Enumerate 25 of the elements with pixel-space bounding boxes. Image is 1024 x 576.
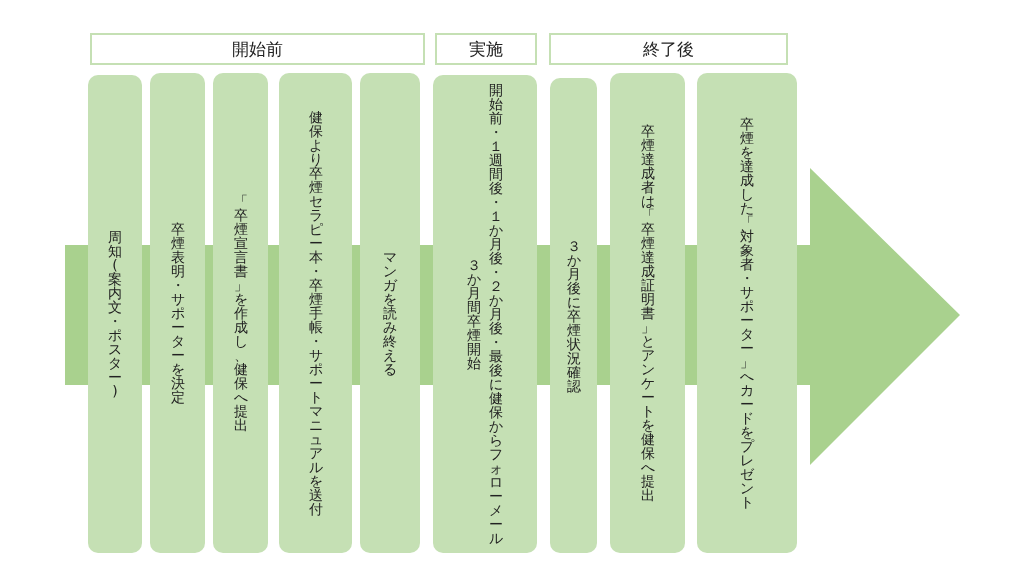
step-column	[433, 75, 537, 553]
step-column	[213, 73, 268, 553]
step-column	[550, 78, 597, 553]
step-heading: ３か月間卒煙開始	[467, 258, 481, 370]
step-column	[697, 73, 797, 553]
step-column	[279, 73, 352, 553]
step-text: 開始前・１週間後・１か月後・２か月後・最後に健保からフォローメール	[489, 83, 503, 545]
step-column	[360, 73, 420, 553]
phase-title: 実施	[469, 37, 503, 61]
step-text: マンガを読み終える	[383, 250, 397, 376]
phase-header-box	[549, 33, 788, 65]
step-text: 「卒煙宣言書」を作成し、健保へ提出	[233, 194, 248, 432]
step-text: 卒煙達成者は「卒煙達成証明書」とアンケートを健保へ提出	[640, 124, 655, 502]
phase-header-box	[90, 33, 425, 65]
phase-title: 終了後	[643, 37, 694, 61]
phase-header-box	[435, 33, 537, 65]
step-text: 周知(案内文・ポスター)	[108, 230, 122, 398]
step-text: 健保より卒煙セラピー本・卒煙手帳・サポートマニュアルを送付	[308, 110, 323, 516]
step-column	[610, 73, 685, 553]
step-text: ３か月後に卒煙状況確認	[566, 238, 581, 393]
step-text: 卒煙を達成した「対象者・サポーター」へカードをプレゼント	[740, 117, 754, 509]
step-column	[150, 73, 205, 553]
phase-title: 開始前	[232, 37, 283, 61]
step-text: 卒煙表明・サポーターを決定	[170, 222, 185, 404]
step-column	[88, 75, 142, 553]
